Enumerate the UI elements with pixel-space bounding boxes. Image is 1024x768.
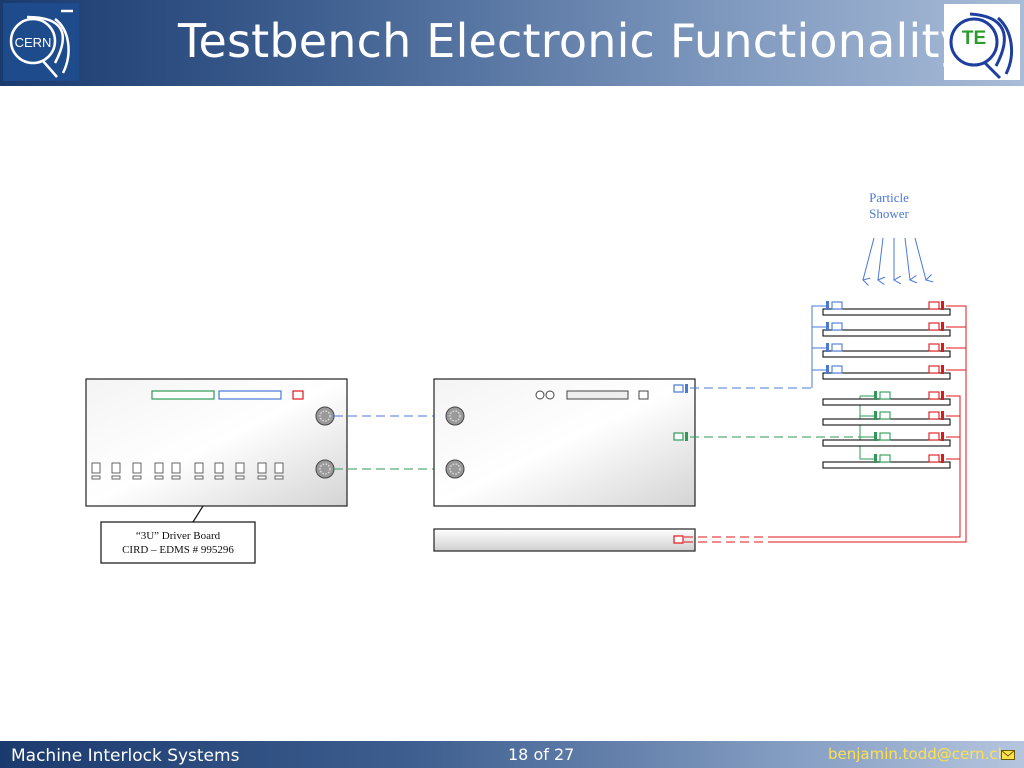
detector-module	[822, 391, 951, 406]
detector-module	[822, 454, 951, 469]
red-wiring	[684, 305, 967, 543]
mail-icon[interactable]	[1001, 750, 1015, 760]
detector-module	[822, 432, 951, 447]
driver-board-switches	[91, 462, 284, 480]
detector-module	[822, 322, 951, 337]
connector-icon	[315, 406, 335, 426]
detector-module	[822, 365, 951, 380]
detector-module	[822, 411, 951, 426]
connector-icon	[445, 406, 465, 426]
cern-logo-text: CERN	[15, 35, 52, 50]
connector-icon	[445, 459, 465, 479]
testbench-board	[433, 378, 696, 507]
te-logo-text: TE	[962, 28, 986, 49]
particle-label-line2: Shower	[869, 206, 909, 221]
slide-footer: Machine Interlock Systems 18 of 27 benja…	[0, 741, 1024, 768]
page-title: Testbench Electronic Functionality	[178, 14, 968, 68]
driver-board	[85, 378, 348, 507]
driver-board-callout: “3U” Driver Board CIRD – EDMS # 995296	[100, 521, 256, 564]
te-logo-icon: TE	[944, 4, 1020, 80]
page-number: 18 of 27	[508, 745, 575, 764]
email-link[interactable]: benjamin.todd@cern.ch	[828, 745, 1008, 763]
driver-label-line2: CIRD – EDMS # 995296	[122, 544, 234, 556]
driver-label-line1: “3U” Driver Board	[136, 530, 221, 542]
particle-shower-arrows	[863, 237, 926, 280]
slide-header: CERN Testbench Electronic Functionality …	[0, 0, 1024, 86]
blue-wiring	[690, 305, 826, 389]
testbench-diagram: Particle Shower	[85, 190, 967, 564]
cern-logo-icon: CERN	[3, 3, 79, 81]
particle-label-line1: Particle	[869, 190, 909, 205]
detector-module	[822, 301, 951, 316]
green-wiring	[690, 395, 874, 460]
testbench-strip	[433, 528, 696, 552]
detector-module	[822, 343, 951, 358]
footer-title: Machine Interlock Systems	[11, 746, 240, 766]
diagram-canvas: Particle Shower	[0, 86, 1024, 741]
connector-icon	[315, 459, 335, 479]
